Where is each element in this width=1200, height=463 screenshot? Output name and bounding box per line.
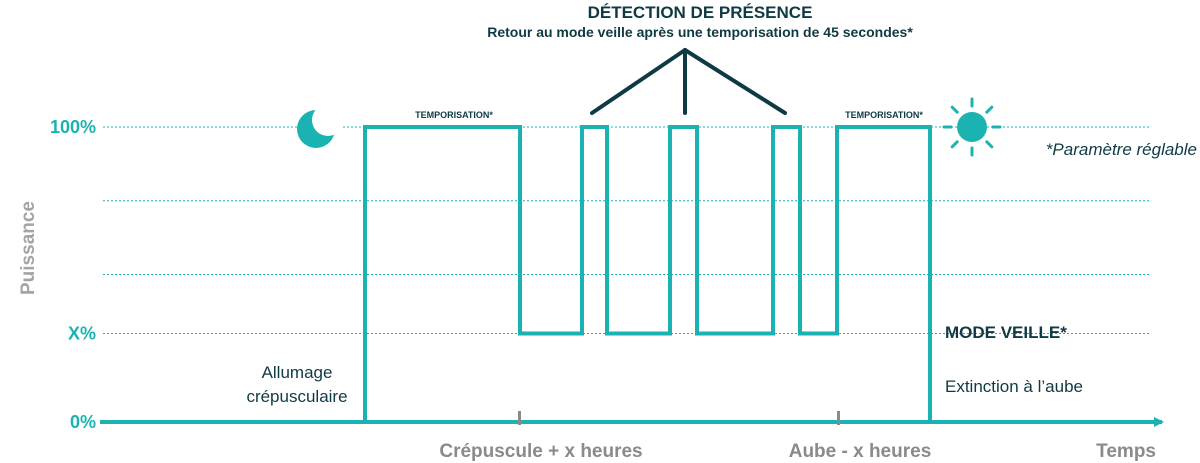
x-tick-mark-crepuscule: [518, 411, 521, 425]
temporisation-label-right: TEMPORISATION*: [845, 110, 923, 120]
pointer-line-left: [590, 48, 687, 115]
extinction-label: Extinction à l’aube: [945, 377, 1083, 396]
grid-lines: [103, 126, 1150, 334]
y-tick-label-0: 100%: [50, 117, 96, 137]
y-tick-labels: 100% X% 0%: [50, 117, 96, 432]
y-axis-label: Puissance: [18, 201, 39, 295]
power-signal-line: [100, 125, 1150, 424]
x-axis-label: Temps: [1096, 441, 1156, 462]
y-tick-label-2: 0%: [70, 412, 96, 432]
sun-icon: [942, 97, 1002, 157]
temporisation-label-left: TEMPORISATION*: [415, 110, 493, 120]
allumage-label-line-1: Allumage: [262, 363, 333, 382]
mode-veille-label: MODE VEILLE*: [945, 323, 1067, 342]
y-tick-label-1: X%: [68, 324, 96, 344]
x-tick-mark-aube: [837, 411, 840, 425]
moon-icon: [297, 104, 344, 148]
chart-subtitle: Retour au mode veille après une temporis…: [487, 24, 913, 40]
detection-pointer-lines: [590, 48, 787, 115]
adjustable-parameter-note: *Paramètre réglable: [1046, 140, 1197, 159]
pointer-line-right: [683, 48, 787, 115]
x-tick-label-aube: Aube - x heures: [789, 441, 932, 462]
allumage-label-line-2: crépusculaire: [246, 387, 347, 406]
x-tick-label-crepuscule: Crépuscule + x heures: [439, 441, 642, 462]
chart-title: DÉTECTION DE PRÉSENCE: [588, 3, 813, 22]
